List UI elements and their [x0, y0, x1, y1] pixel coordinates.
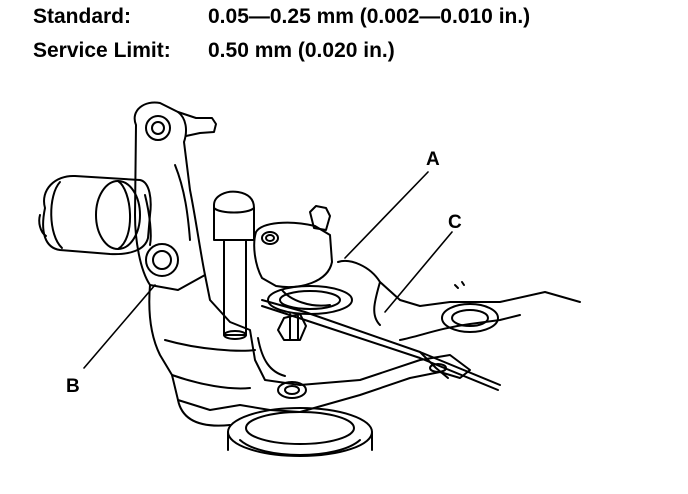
ball-joint [253, 205, 353, 315]
hub-bearing [227, 407, 373, 457]
spec-service-limit-row: Service Limit: 0.50 mm (0.020 in.) [33, 39, 395, 63]
spec-standard-value: 0.05—0.25 mm (0.002—0.010 in.) [208, 5, 531, 28]
callout-c-label: C [448, 212, 462, 233]
knuckle-upper-arm [133, 101, 217, 291]
castle-nut [277, 313, 307, 341]
spec-service-limit-value: 0.50 mm (0.020 in.) [208, 39, 395, 62]
strut-column [213, 190, 255, 340]
leader-c [384, 231, 453, 313]
spec-standard-row: Standard: 0.05—0.25 mm (0.002—0.010 in.) [33, 5, 530, 29]
spec-service-limit-label: Service Limit: [33, 39, 171, 62]
spec-standard-label: Standard: [33, 5, 132, 28]
lower-arm [337, 260, 581, 341]
knuckle-body [148, 274, 471, 427]
leader-a [344, 171, 429, 259]
feeler-gauge [261, 299, 501, 391]
leader-b [83, 284, 156, 369]
callout-a-label: A [426, 149, 440, 170]
callout-b-label: B [66, 376, 80, 397]
hub-housing [38, 174, 152, 256]
leader-lines [83, 171, 453, 369]
